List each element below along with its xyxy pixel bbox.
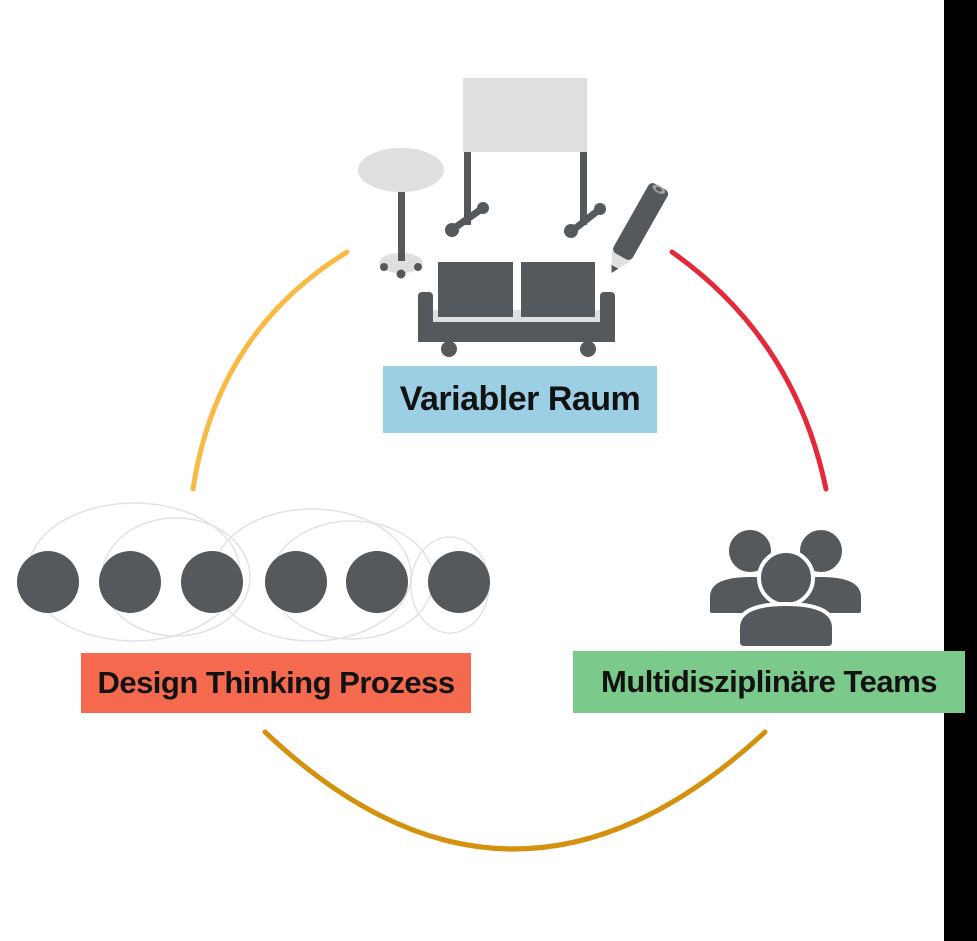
- arc-teams-to-process: [262, 729, 768, 852]
- process-step-circle: [99, 551, 161, 613]
- right-black-bar: [944, 0, 977, 941]
- design-thinking-process-label: Design Thinking Prozess: [81, 653, 471, 713]
- arc-process-to-room: [190, 249, 350, 492]
- process-step-circle: [428, 551, 490, 613]
- table-icon: [358, 148, 444, 279]
- process-step-circle: [17, 551, 79, 613]
- process-step-circle: [181, 551, 243, 613]
- variable-room-label: Variabler Raum: [383, 366, 657, 433]
- multidisciplinary-teams-label: Multidisziplinäre Teams: [573, 651, 965, 713]
- couch-icon: [418, 262, 615, 357]
- pencil-icon: [611, 183, 669, 273]
- process-step-circle: [265, 551, 327, 613]
- arc-room-to-teams: [669, 249, 829, 492]
- process-step-circle: [346, 551, 408, 613]
- process-circles-icon: [17, 502, 490, 642]
- people-group-icon: [706, 526, 865, 650]
- furniture-room-icon: [358, 78, 669, 357]
- whiteboard-icon: [445, 78, 606, 238]
